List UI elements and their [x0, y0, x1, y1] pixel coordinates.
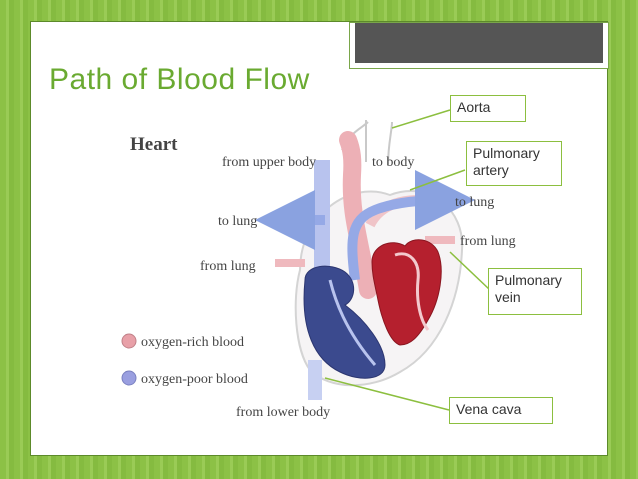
right-heart-inner-path — [328, 279, 377, 366]
callout-pulmonary-artery-text: Pulmonary artery — [473, 145, 540, 178]
legend-swatch-oxygen-rich — [121, 333, 137, 349]
title-tab — [349, 22, 609, 69]
aorta-leader-line — [391, 109, 451, 129]
callout-pulmonary-vein: Pulmonary vein — [488, 268, 582, 315]
aorta-branch-line — [387, 121, 393, 166]
label-from-upper-body: from upper body — [222, 155, 316, 170]
pulmonary-artery-vessel — [347, 170, 475, 281]
label-to-lung-right: to lung — [455, 195, 494, 210]
left-heart-chambers — [371, 239, 442, 346]
pulmonary-vein-leader-line — [449, 251, 491, 291]
pulmonary-artery-leader-line — [409, 169, 466, 191]
callout-aorta: Aorta — [450, 95, 526, 122]
callout-pulmonary-vein-text: Pulmonary vein — [495, 272, 562, 305]
aorta-vessel — [339, 131, 377, 299]
callout-pulmonary-artery: Pulmonary artery — [466, 141, 562, 186]
label-from-lung-right: from lung — [460, 234, 516, 249]
left-heart-inner-path — [394, 252, 430, 331]
label-from-lower-body: from lower body — [236, 405, 330, 420]
callout-vena-cava: Vena cava — [449, 397, 553, 424]
diagram-heading: Heart — [130, 134, 178, 155]
label-to-body: to body — [372, 155, 414, 170]
label-from-lung-left: from lung — [200, 259, 256, 274]
label-to-lung-left: to lung — [218, 214, 257, 229]
legend-label-oxygen-poor: oxygen-poor blood — [141, 372, 248, 387]
callout-vena-cava-text: Vena cava — [456, 401, 522, 417]
vena-cava-leader-line — [324, 377, 450, 411]
legend-label-oxygen-rich: oxygen-rich blood — [141, 335, 244, 350]
legend-swatch-oxygen-poor — [121, 370, 137, 386]
slide-title: Path of Blood Flow — [49, 63, 310, 96]
callout-aorta-text: Aorta — [457, 99, 491, 115]
